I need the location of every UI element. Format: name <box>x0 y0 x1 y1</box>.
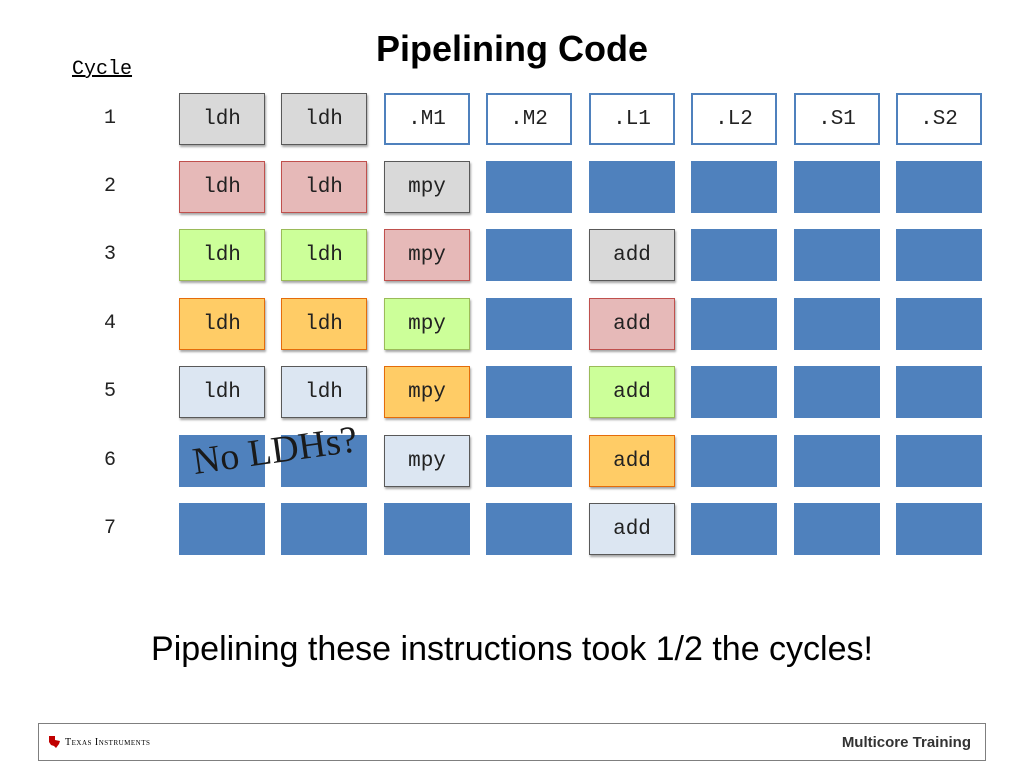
cycle-number: 1 <box>103 107 116 130</box>
empty-slot-cell <box>691 229 777 281</box>
summary-text: Pipelining these instructions took 1/2 t… <box>151 630 873 668</box>
unit-header-cell: .M1 <box>384 93 470 145</box>
cycle-number: 4 <box>103 312 116 335</box>
empty-slot-cell <box>691 366 777 418</box>
instruction-cell: mpy <box>384 366 470 418</box>
cycle-number: 7 <box>103 517 116 540</box>
instruction-cell: add <box>589 298 675 350</box>
instruction-cell: ldh <box>179 366 265 418</box>
empty-slot-cell <box>794 298 880 350</box>
empty-slot-cell <box>589 161 675 213</box>
empty-slot-cell <box>486 298 572 350</box>
empty-slot-cell <box>896 366 982 418</box>
empty-slot-cell <box>486 161 572 213</box>
instruction-cell: mpy <box>384 435 470 487</box>
texas-state-icon <box>49 736 60 748</box>
empty-slot-cell <box>794 366 880 418</box>
instruction-cell: ldh <box>281 161 367 213</box>
empty-slot-cell <box>486 366 572 418</box>
unit-header-cell: .M2 <box>486 93 572 145</box>
cycle-column-header: Cycle <box>72 58 133 81</box>
empty-slot-cell <box>896 161 982 213</box>
instruction-cell: add <box>589 503 675 555</box>
ti-logo: Texas Instruments <box>47 735 150 749</box>
ti-logo-text: Texas Instruments <box>65 736 151 748</box>
cycle-number: 5 <box>103 380 116 403</box>
empty-slot-cell <box>691 298 777 350</box>
empty-slot-cell <box>281 435 367 487</box>
empty-slot-cell <box>896 503 982 555</box>
empty-slot-cell <box>691 435 777 487</box>
cycle-number: 2 <box>103 175 116 198</box>
empty-slot-cell <box>179 435 265 487</box>
footer-bar: Texas Instruments Multicore Training <box>38 723 986 761</box>
instruction-cell: mpy <box>384 161 470 213</box>
unit-header-cell: .L2 <box>691 93 777 145</box>
unit-header-cell: .L1 <box>589 93 675 145</box>
slide-title: Pipelining Code <box>375 28 648 69</box>
instruction-cell: ldh <box>179 229 265 281</box>
instruction-cell: add <box>589 366 675 418</box>
empty-slot-cell <box>794 161 880 213</box>
empty-slot-cell <box>486 503 572 555</box>
instruction-cell: mpy <box>384 298 470 350</box>
instruction-cell: ldh <box>281 366 367 418</box>
empty-slot-cell <box>794 503 880 555</box>
instruction-cell: add <box>589 229 675 281</box>
cycle-number: 6 <box>103 449 116 472</box>
empty-slot-cell <box>794 229 880 281</box>
instruction-cell: ldh <box>179 161 265 213</box>
instruction-cell: ldh <box>281 298 367 350</box>
empty-slot-cell <box>794 435 880 487</box>
empty-slot-cell <box>384 503 470 555</box>
instruction-cell: ldh <box>281 229 367 281</box>
empty-slot-cell <box>896 298 982 350</box>
instruction-cell: ldh <box>179 298 265 350</box>
unit-header-cell: .S2 <box>896 93 982 145</box>
empty-slot-cell <box>896 229 982 281</box>
empty-slot-cell <box>691 503 777 555</box>
empty-slot-cell <box>691 161 777 213</box>
instruction-cell: mpy <box>384 229 470 281</box>
empty-slot-cell <box>486 229 572 281</box>
unit-header-cell: .S1 <box>794 93 880 145</box>
empty-slot-cell <box>179 503 265 555</box>
instruction-cell: ldh <box>179 93 265 145</box>
instruction-cell: ldh <box>281 93 367 145</box>
empty-slot-cell <box>896 435 982 487</box>
footer-course-title: Multicore Training <box>841 734 971 751</box>
instruction-cell: add <box>589 435 675 487</box>
empty-slot-cell <box>486 435 572 487</box>
cycle-number: 3 <box>103 243 116 266</box>
empty-slot-cell <box>281 503 367 555</box>
